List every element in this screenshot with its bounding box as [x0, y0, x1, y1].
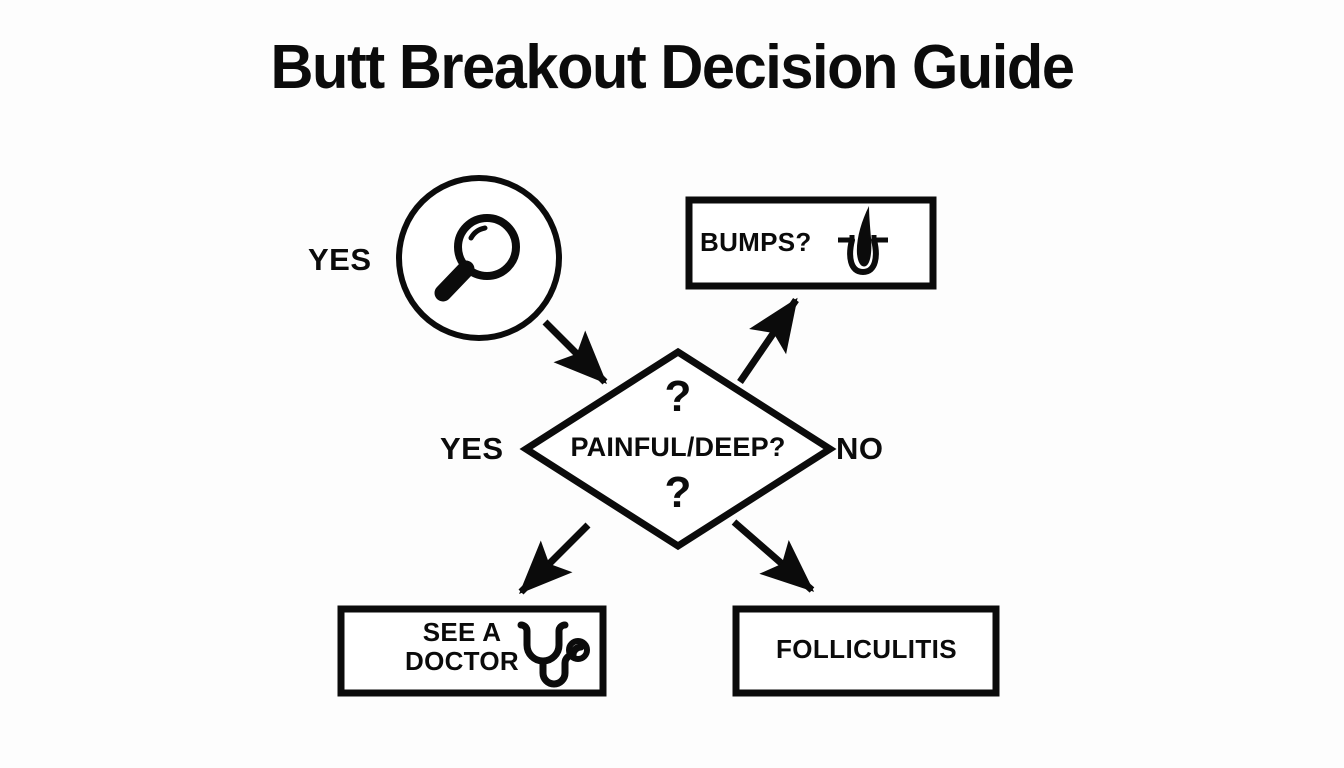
doctor-label-line-2: DOCTOR [405, 646, 519, 677]
branch-label-no-right: NO [836, 431, 884, 466]
diamond-question-mark-top: ? [664, 372, 692, 421]
see-a-doctor-label: SEE A DOCTOR [392, 617, 532, 677]
node-inspect[interactable] [396, 175, 562, 341]
node-folliculitis[interactable] [732, 605, 1000, 697]
branch-label-yes-left: YES [440, 431, 504, 466]
node-bumps[interactable] [685, 196, 937, 290]
edge-painful-to-bumps [737, 297, 799, 384]
edge-painful-to-doctor [518, 522, 591, 595]
node-painful-deep[interactable] [519, 347, 837, 551]
bumps-label: BUMPS? [700, 227, 812, 257]
page-title: Butt Breakout Decision Guide [270, 33, 1074, 102]
branch-label-yes-top: YES [308, 242, 372, 277]
diamond-label: PAINFUL/DEEP? [570, 432, 786, 462]
node-see-a-doctor[interactable] [337, 605, 607, 697]
hair-follicle-icon [838, 206, 888, 276]
edge-painful-to-folliculitis [731, 519, 815, 593]
diamond-question-mark-bottom: ? [664, 468, 692, 517]
magnifier-icon [434, 214, 520, 302]
stethoscope-icon [517, 621, 590, 688]
edge-inspect-to-painful [542, 319, 608, 385]
doctor-label-line-1: SEE A [422, 617, 502, 647]
folliculitis-label: FOLLICULITIS [776, 634, 957, 664]
